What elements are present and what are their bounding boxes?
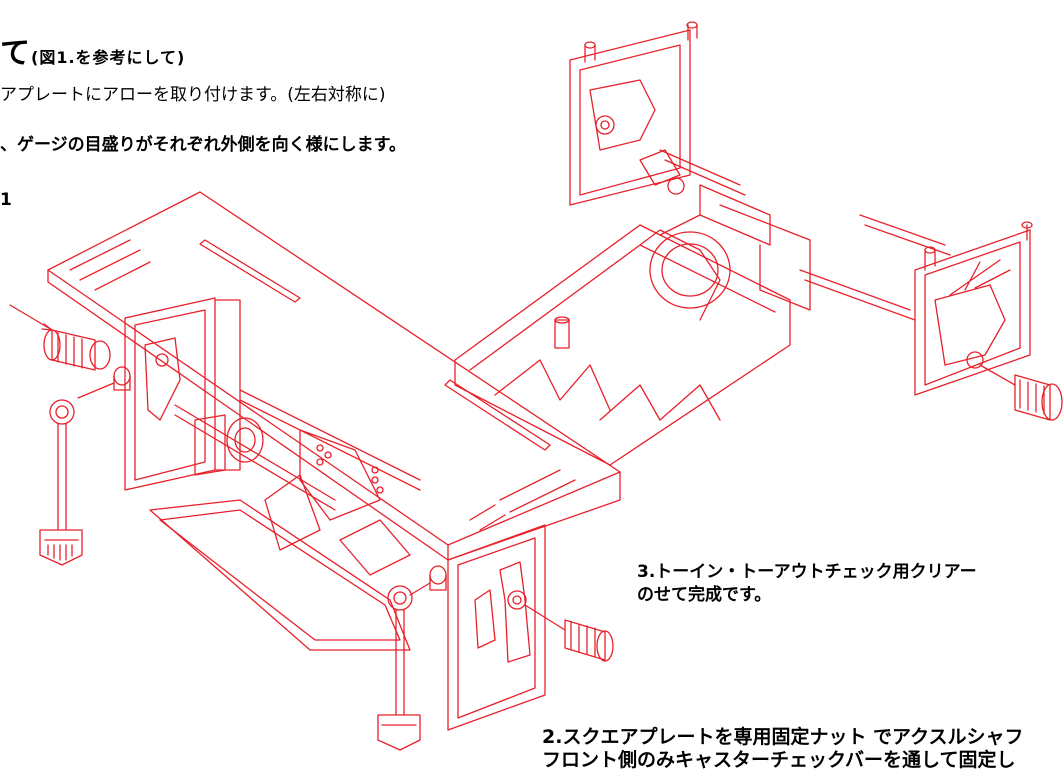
front-support-left: [125, 298, 240, 490]
page-heading: て(図1.を参考にして): [0, 28, 185, 72]
front-plate-deck: [48, 192, 620, 560]
heading-big: て: [0, 36, 31, 71]
pin-front-right: [410, 566, 446, 595]
instruction-step2-line1: 2.スクエアプレートを専用固定ナット でアクスルシャフ: [542, 726, 1024, 748]
check-bar-front-right: [378, 586, 420, 750]
instruction-step3-line2: のせて完成です。: [637, 585, 772, 605]
knob-left: [10, 305, 110, 370]
front-suspension: [150, 390, 420, 650]
instruction-step1-line1: アプレートにアローを取り付けます。(左右対称に): [0, 85, 386, 105]
check-bar-left: [40, 400, 82, 565]
knob-front-right: [525, 605, 613, 661]
heading-small: (図1.を参考にして): [31, 48, 186, 67]
knob-right: [980, 365, 1062, 420]
figure-label: 1: [0, 190, 12, 210]
pin-left: [78, 367, 130, 398]
front-support-right: [448, 525, 545, 730]
assembly-drawing: [0, 0, 1064, 755]
plate-rear-left: [570, 22, 697, 205]
instruction-step1-line2: 、ゲージの目盛りがそれぞれ外側を向く様にします。: [0, 135, 406, 155]
plate-rear-right: [915, 222, 1032, 395]
instruction-step3-line1: 3.トーイン・トーアウトチェック用クリアー: [637, 562, 977, 582]
chassis-rear: [455, 150, 950, 465]
